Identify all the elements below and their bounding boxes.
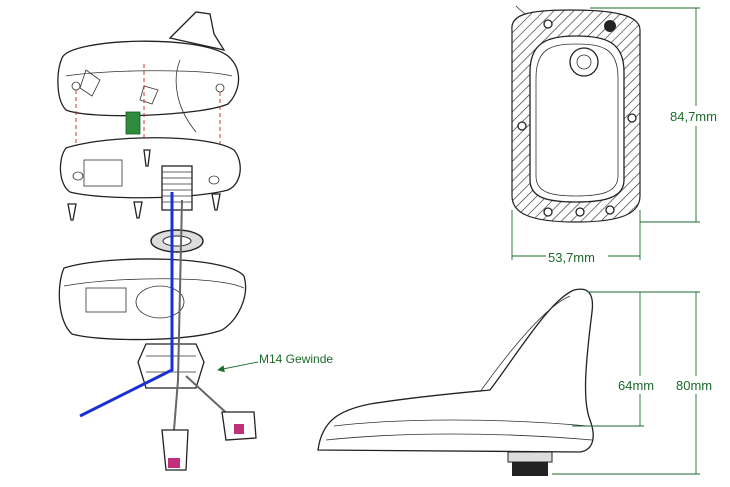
dimension-height-body: 64mm — [618, 378, 654, 393]
exploded-view: M14 Gewinde — [57, 11, 333, 471]
dimension-height-total: 80mm — [676, 378, 712, 393]
top-view: 84,7mm 53,7mm — [511, 5, 724, 266]
thread-callout-label: M14 Gewinde — [259, 352, 333, 366]
screws — [67, 149, 221, 221]
pcb-board — [125, 111, 141, 135]
lower-housing — [58, 258, 247, 341]
dimension-width-top: 53,7mm — [548, 250, 595, 265]
dimension-height-top: 84,7mm — [670, 109, 717, 124]
base-plate — [59, 137, 241, 211]
side-view: 64mm 80mm — [317, 288, 726, 476]
mounting-holes — [517, 19, 637, 217]
cables — [79, 192, 233, 431]
fakra-connectors — [161, 411, 257, 471]
top-cover — [57, 11, 240, 133]
